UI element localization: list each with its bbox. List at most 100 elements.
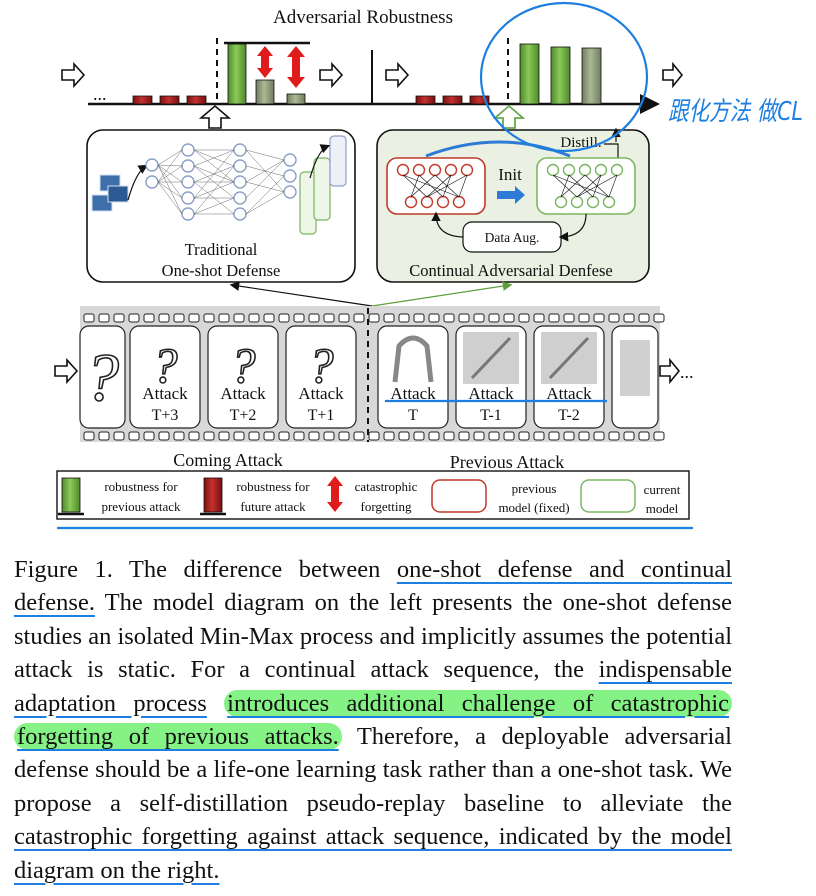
legend-curr-line2: model: [646, 501, 679, 516]
film-hole: [263, 431, 275, 441]
film-hole: [518, 313, 530, 323]
film-hole: [98, 431, 110, 441]
pen-annotations: [57, 1, 693, 530]
timeline-ellipsis: ...: [93, 84, 107, 104]
catastrophic-forgetting-arrow-icon: [257, 46, 305, 88]
figure-diagram: Adversarial Robustness ...: [54, 1, 803, 530]
film-hole: [563, 313, 575, 323]
film-frame: ?: [79, 325, 126, 429]
legend-forgetting-arrow-icon: [327, 476, 343, 512]
film-hole: [653, 431, 665, 441]
question-mark-icon: ?: [309, 337, 334, 393]
film-hole: [248, 431, 260, 441]
film-hole: [608, 431, 620, 441]
film-hole: [203, 313, 215, 323]
nunchaku-icon: [392, 335, 434, 383]
film-hole: [608, 313, 620, 323]
film-hole: [638, 313, 650, 323]
film-hole: [458, 313, 470, 323]
film-hole: [218, 313, 230, 323]
up-hollow-arrow-icon: [198, 104, 232, 129]
film-hole: [578, 313, 590, 323]
film-hole: [503, 313, 515, 323]
film-hole: [533, 431, 545, 441]
frame-time-label: T+1: [308, 407, 335, 424]
film-hole: [233, 431, 245, 441]
film-hole: [98, 313, 110, 323]
film-hole: [533, 313, 545, 323]
film-hole: [653, 313, 665, 323]
film-hole: [278, 313, 290, 323]
film-hole: [413, 431, 425, 441]
film-hole: [173, 431, 185, 441]
film-right-arrow-icon: [659, 357, 681, 385]
caption-part1: The difference between: [128, 556, 381, 583]
legend: robustness for previous attack robustnes…: [56, 470, 690, 520]
film-strip: ??AttackT+3?AttackT+2?AttackT+1AttackTAt…: [79, 306, 665, 442]
caption-part6: Therefore, a deployable adversarial defe…: [14, 723, 732, 817]
film-hole: [593, 431, 605, 441]
film-hole: [128, 313, 140, 323]
legend-red-line2: future attack: [240, 499, 306, 514]
sword-icon: [548, 336, 590, 380]
film-hole: [473, 431, 485, 441]
film-hole: [338, 431, 350, 441]
film-hole: [548, 313, 560, 323]
film-hole: [548, 431, 560, 441]
film-hole: [473, 313, 485, 323]
continual-network-diagram: Init Data Aug.: [386, 127, 636, 253]
hollow-arrow-icon: [61, 61, 684, 89]
film-hole: [323, 431, 335, 441]
film-hole: [323, 313, 335, 323]
film-hole: [428, 431, 440, 441]
film-hole: [593, 313, 605, 323]
film-hole: [428, 313, 440, 323]
film-hole: [143, 431, 155, 441]
up-hollow-arrow-green-icon: [492, 104, 526, 129]
film-hole: [353, 313, 365, 323]
bar-group-right: [415, 38, 602, 105]
film-hole: [188, 431, 200, 441]
init-label: Init: [498, 165, 522, 184]
film-hole: [233, 313, 245, 323]
previous-attack-label: Previous Attack: [450, 452, 565, 472]
frame-time-label: T+3: [152, 407, 179, 424]
film-right-ellipsis: ...: [680, 362, 694, 382]
caption-underlined-3: catastrophic forgetting against attack s…: [14, 823, 732, 884]
data-aug-label: Data Aug.: [485, 230, 540, 245]
legend-arrow-line1: catastrophic: [355, 479, 418, 494]
film-hole: [143, 313, 155, 323]
film-hole: [83, 313, 95, 323]
frame-attack-label: Attack: [390, 384, 436, 403]
coming-attack-label: Coming Attack: [173, 450, 283, 470]
film-frame: [611, 325, 659, 429]
film-hole: [458, 431, 470, 441]
legend-red-line1: robustness for: [236, 479, 310, 494]
traditional-label-line1: Traditional: [185, 240, 258, 259]
blank-frame-image: [620, 340, 650, 396]
legend-arrow-line2: forgetting: [360, 499, 412, 514]
bar-group-left: [132, 38, 373, 105]
frame-attack-label: Attack: [220, 384, 266, 403]
film-hole: [113, 431, 125, 441]
film-hole: [563, 431, 575, 441]
init-arrow-icon: [497, 186, 525, 204]
legend-green-line1: robustness for: [104, 479, 178, 494]
film-hole: [398, 313, 410, 323]
legend-green-line2: previous attack: [101, 499, 181, 514]
frame-time-label: T-2: [558, 407, 580, 424]
figure-caption: Figure 1. The difference between one-sho…: [14, 553, 732, 887]
film-hole: [173, 313, 185, 323]
film-hole: [278, 431, 290, 441]
question-mark-icon: ?: [153, 337, 178, 393]
film-hole: [488, 431, 500, 441]
film-left-arrow-icon: [54, 357, 79, 385]
traditional-network-diagram: [91, 135, 347, 235]
film-hole: [503, 431, 515, 441]
film-hole: [383, 313, 395, 323]
film-hole: [368, 431, 380, 441]
film-hole: [158, 431, 170, 441]
